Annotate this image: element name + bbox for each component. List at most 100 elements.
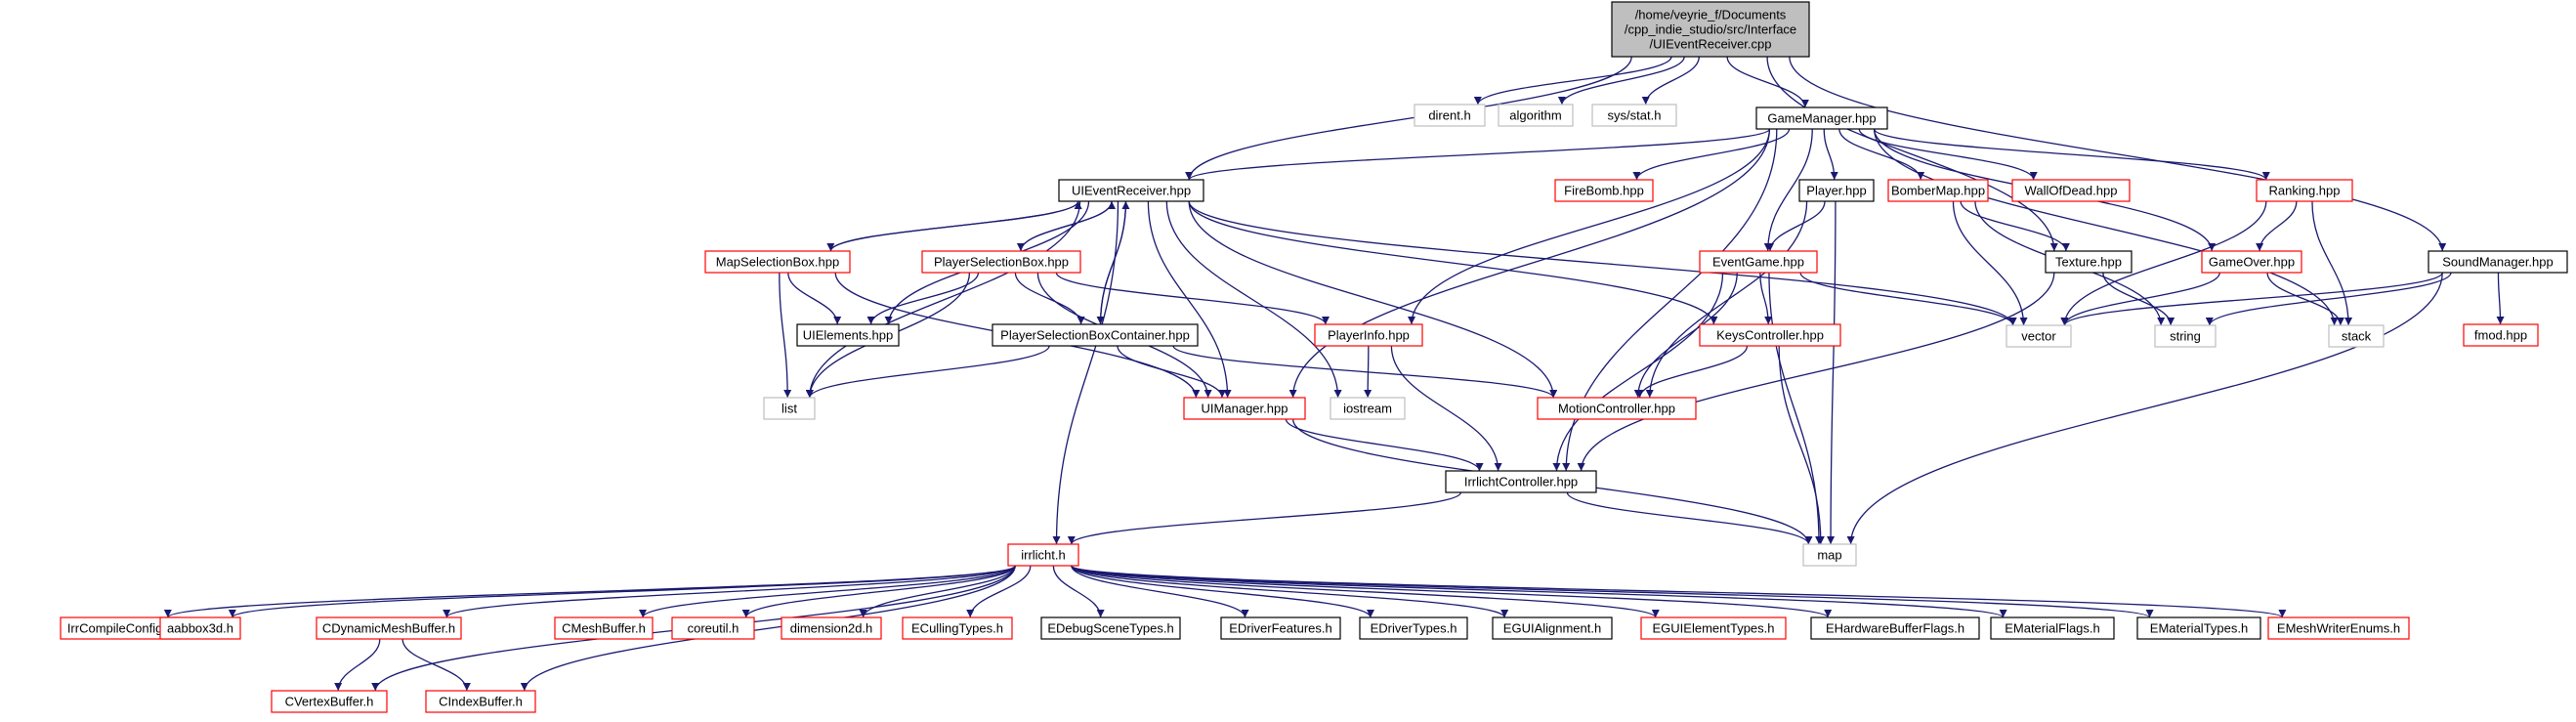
node-label: GameOver.hpp	[2209, 255, 2295, 270]
edge-playerselectionbox-to-playerinfo	[1055, 272, 1330, 325]
node-ecullingtypes[interactable]: ECullingTypes.h	[902, 616, 1013, 640]
node-uielements[interactable]: UIElements.hpp	[796, 323, 900, 347]
node-box	[2201, 250, 2302, 274]
node-ematerialtypes[interactable]: EMaterialTypes.h	[2136, 616, 2261, 640]
node-label: fmod.hpp	[2474, 328, 2527, 343]
node-edebugscenetypes[interactable]: EDebugSceneTypes.h	[1040, 616, 1181, 640]
node-cvertexbuffer[interactable]: CVertexBuffer.h	[271, 690, 388, 713]
node-label: EventGame.hpp	[1712, 255, 1804, 270]
node-box	[902, 616, 1013, 640]
node-texture[interactable]: Texture.hpp	[2045, 250, 2133, 274]
node-box	[1414, 104, 1486, 127]
node-gameover[interactable]: GameOver.hpp	[2201, 250, 2302, 274]
node-irrcompileconfig[interactable]: IrrCompileConfig.h	[60, 616, 181, 640]
node-root[interactable]: /home/veyrie_f/Documents/cpp_indie_studi…	[1611, 1, 1810, 58]
edge-uieventreceiver-to-motioncontroller	[1188, 200, 1558, 399]
edge-eventgame-to-vector	[1799, 272, 2017, 326]
node-fmod[interactable]: fmod.hpp	[2463, 323, 2539, 347]
node-psbcontainer[interactable]: PlayerSelectionBoxContainer.hpp	[992, 323, 1199, 347]
node-wallofdead[interactable]: WallOfDead.hpp	[2011, 179, 2131, 202]
node-label: Player.hpp	[1806, 184, 1866, 198]
node-label: PlayerInfo.hpp	[1328, 328, 1410, 343]
node-player[interactable]: Player.hpp	[1798, 179, 1875, 202]
node-label: UIManager.hpp	[1202, 402, 1288, 416]
node-sysstat: sys/stat.h	[1591, 104, 1677, 127]
node-playerinfo[interactable]: PlayerInfo.hpp	[1314, 323, 1423, 347]
edge-gameover-to-stack	[2266, 272, 2344, 326]
node-box	[1330, 397, 1406, 420]
node-label: EDriverTypes.h	[1371, 621, 1457, 636]
node-box	[159, 616, 241, 640]
edge-irrlicht-to-irrcompileconfig	[164, 565, 1016, 618]
node-cdynamicmeshbuffer[interactable]: CDynamicMeshBuffer.h	[316, 616, 462, 640]
node-coreutil[interactable]: coreutil.h	[671, 616, 755, 640]
node-list: list	[763, 397, 816, 420]
node-dimension2d[interactable]: dimension2d.h	[781, 616, 882, 640]
node-box	[2267, 616, 2410, 640]
node-cmeshbuffer[interactable]: CMeshBuffer.h	[554, 616, 654, 640]
edge-irrlicht-to-aabbox3d	[229, 565, 1016, 618]
node-aabbox3d[interactable]: aabbox3d.h	[159, 616, 241, 640]
edge-playerselectionbox-to-uieventreceiver	[1020, 200, 1117, 252]
edge-cdynamicmeshbuffer-to-cvertexbuffer	[334, 638, 381, 692]
node-label: EHardwareBufferFlags.h	[1826, 621, 1964, 636]
node-motioncontroller[interactable]: MotionController.hpp	[1537, 397, 1697, 420]
node-label: CVertexBuffer.h	[285, 695, 374, 709]
edge-root-to-algorithm	[1557, 56, 1685, 106]
edge-gamemanager-to-ranking	[1873, 128, 2270, 181]
node-eguialignment[interactable]: EGUIAlignment.h	[1492, 616, 1613, 640]
node-label: algorithm	[1509, 108, 1561, 123]
edge-root-to-soundmanager	[1789, 56, 2447, 252]
node-label: EDriverFeatures.h	[1229, 621, 1331, 636]
node-box	[1887, 179, 1989, 202]
node-ehardwarebufferflags[interactable]: EHardwareBufferFlags.h	[1810, 616, 1980, 640]
node-box	[1990, 616, 2115, 640]
node-eventgame[interactable]: EventGame.hpp	[1699, 250, 1818, 274]
edge-soundmanager-to-map	[1846, 272, 2443, 545]
edge-texture-to-string	[2102, 272, 2175, 326]
node-soundmanager[interactable]: SoundManager.hpp	[2428, 250, 2568, 274]
node-box	[2256, 179, 2353, 202]
node-edrivertypes[interactable]: EDriverTypes.h	[1359, 616, 1468, 640]
edge-eventgame-to-keyscontroller	[1759, 272, 1773, 325]
node-uieventreceiver[interactable]: UIEventReceiver.hpp	[1058, 179, 1204, 202]
node-uimanager[interactable]: UIManager.hpp	[1183, 397, 1306, 420]
edge-uieventreceiver-to-vector	[1188, 200, 2017, 326]
edge-ranking-to-stack	[2311, 200, 2353, 326]
node-eguielementtypes[interactable]: EGUIElementTypes.h	[1640, 616, 1787, 640]
edge-root-to-gamemanager	[1726, 56, 1809, 108]
node-label: MapSelectionBox.hpp	[716, 255, 839, 270]
node-gamemanager[interactable]: GameManager.hpp	[1755, 106, 1888, 130]
node-emeshwriterenums[interactable]: EMeshWriterEnums.h	[2267, 616, 2410, 640]
node-label: WallOfDead.hpp	[2025, 184, 2118, 198]
edge-irrlicht-to-ematerialflags	[1071, 565, 2007, 618]
node-playerselectionbox[interactable]: PlayerSelectionBox.hpp	[921, 250, 1081, 274]
node-label: string	[2170, 329, 2201, 344]
node-mapselectionbox[interactable]: MapSelectionBox.hpp	[704, 250, 851, 274]
node-box	[1359, 616, 1468, 640]
node-box	[1755, 106, 1888, 130]
node-edriverfeatures[interactable]: EDriverFeatures.h	[1220, 616, 1341, 640]
node-keyscontroller[interactable]: KeysController.hpp	[1699, 323, 1841, 347]
node-cindexbuffer[interactable]: CIndexBuffer.h	[425, 690, 536, 713]
node-string: string	[2154, 324, 2217, 348]
edge-ranking-to-vector	[2060, 200, 2267, 326]
edge-gamemanager-to-firebomb	[1632, 128, 1791, 181]
node-ematerialflags[interactable]: EMaterialFlags.h	[1990, 616, 2115, 640]
node-box	[425, 690, 536, 713]
node-bombermap[interactable]: BomberMap.hpp	[1887, 179, 1989, 202]
edge-mapselectionbox-to-uielements	[787, 272, 842, 325]
node-box	[1007, 543, 1079, 567]
node-label: IrrlichtController.hpp	[1464, 475, 1578, 489]
node-irrlicht[interactable]: irrlicht.h	[1007, 543, 1079, 567]
edge-bombermap-to-vector	[1952, 200, 2028, 326]
node-firebomb[interactable]: FireBomb.hpp	[1554, 179, 1654, 202]
edge-uieventreceiver-to-iostream	[1165, 200, 1342, 399]
edge-irrlicht-to-cmeshbuffer	[639, 565, 1016, 618]
node-label: GameManager.hpp	[1767, 111, 1876, 126]
edge-playerinfo-to-irrlichtcontroller	[1390, 345, 1502, 472]
node-label: EMeshWriterEnums.h	[2277, 621, 2400, 636]
node-ranking[interactable]: Ranking.hpp	[2256, 179, 2353, 202]
node-irrlichtcontroller[interactable]: IrrlichtController.hpp	[1445, 470, 1597, 493]
